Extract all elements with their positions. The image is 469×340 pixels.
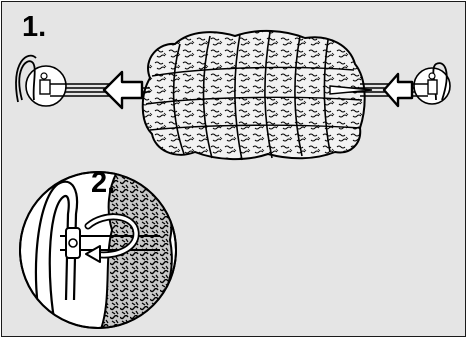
roast-meat-illustration	[143, 31, 365, 160]
step-one-label: 1.	[22, 13, 46, 42]
arrow-left-small-icon	[384, 74, 412, 106]
arrow-left-icon	[104, 72, 142, 108]
spit-fork-left	[16, 56, 110, 106]
step-two-label: 2.	[91, 169, 115, 198]
